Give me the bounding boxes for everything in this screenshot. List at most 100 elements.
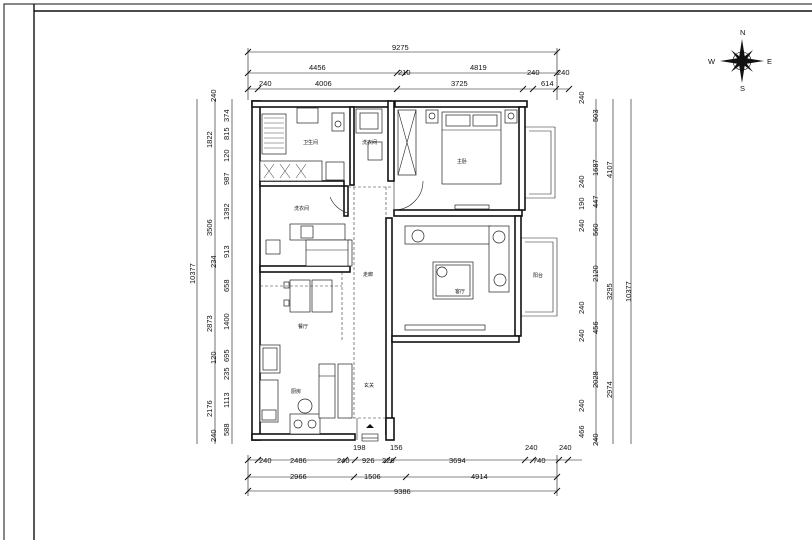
dim-left-detail-4: 1822 <box>205 131 214 148</box>
dim-right-detail-15: 466 <box>577 425 586 438</box>
dim-bottom-row1-5: 926 <box>362 456 375 465</box>
dim-right-detail-14: 240 <box>577 399 586 412</box>
room-label-corridor: 走廊 <box>363 271 373 278</box>
dim-right-inner-1: 4107 <box>605 161 614 178</box>
dim-left-inner-2: 2873 <box>205 315 214 332</box>
dim-top-row3-6: 240 <box>557 68 570 77</box>
left-dimension-labels: 10377 3506 2873 2176 240 815 374 1822 12… <box>188 89 231 442</box>
dim-left-detail-15: 1113 <box>222 392 231 408</box>
dim-right-overall: 10377 <box>624 281 633 302</box>
balcony-living <box>521 237 558 317</box>
room-label-master-bedroom: 主卧 <box>457 158 467 165</box>
compass-rose: N S E W <box>708 28 772 93</box>
dim-left-detail-6: 987 <box>222 172 231 185</box>
dim-right-inner-2: 3295 <box>605 283 614 300</box>
dim-bottom-row1-8: 3694 <box>449 456 466 465</box>
dim-left-detail-1: 240 <box>209 89 218 102</box>
dim-right-detail-5: 190 <box>577 197 586 210</box>
dim-bottom-row2-2: 1506 <box>364 472 381 481</box>
dim-left-inner-3: 2176 <box>205 400 214 417</box>
corridor-outline <box>348 186 392 419</box>
doors <box>329 180 424 440</box>
right-dimension-labels: 10377 4107 3295 2974 240 503 1687 240 19… <box>577 91 633 446</box>
entrance-marker <box>361 424 379 442</box>
frame-outer <box>3 3 812 540</box>
dim-right-detail-11: 456 <box>591 321 600 334</box>
room-label-dining: 餐厅 <box>298 323 308 330</box>
room-label-entrance: 玄关 <box>364 382 374 389</box>
compass-north: N <box>740 28 745 37</box>
dim-top-row2-1: 4456 <box>309 63 326 72</box>
dim-left-detail-16: 588 <box>222 423 231 436</box>
compass-east: E <box>767 57 772 66</box>
top-dimensions <box>244 48 573 100</box>
dim-bottom-row1-3: 240 <box>337 456 350 465</box>
right-dimensions <box>595 99 632 444</box>
compass-west: W <box>708 57 716 66</box>
dim-top-row3-4: 240 <box>527 68 540 77</box>
dim-left-detail-17: 240 <box>209 429 218 442</box>
dim-bottom-row1-6: 156 <box>390 443 403 452</box>
dim-right-detail-13: 2028 <box>591 371 600 388</box>
dim-left-detail-10: 658 <box>222 279 231 292</box>
dim-right-detail-8: 560 <box>591 223 600 236</box>
dim-right-detail-3: 1687 <box>591 159 600 176</box>
dim-left-detail-11: 1400 <box>222 313 231 330</box>
walls <box>251 100 528 441</box>
dim-right-detail-2: 503 <box>591 109 600 122</box>
dim-right-detail-4: 240 <box>577 175 586 188</box>
dim-bottom-overall: 9386 <box>394 487 411 496</box>
dim-right-detail-16: 240 <box>591 433 600 446</box>
dim-left-detail-9: 234 <box>209 255 218 268</box>
dim-right-inner-3: 2974 <box>605 381 614 398</box>
bottom-dimensions <box>244 455 582 496</box>
master-bedroom-furniture <box>397 109 518 210</box>
dim-top-row3-1: 240 <box>259 79 272 88</box>
room-label-balcony: 阳台 <box>533 272 543 279</box>
room-label-kitchen: 厨房 <box>291 388 301 395</box>
dim-bottom-row1-2: 2486 <box>290 456 307 465</box>
dim-left-detail-13: 120 <box>209 351 218 364</box>
dim-top-row2-3: 4819 <box>470 63 487 72</box>
dim-left-detail-2: 815 <box>222 127 231 140</box>
room-label-living: 客厅 <box>455 288 465 295</box>
dim-bottom-row2-1: 2966 <box>290 472 307 481</box>
dim-right-detail-9: 2120 <box>591 265 600 282</box>
kitchen-furniture <box>259 344 353 435</box>
bathroom-fixtures <box>259 107 383 182</box>
living-room-furniture <box>404 225 510 331</box>
dim-left-inner-1: 3506 <box>205 219 214 236</box>
dim-right-detail-7: 240 <box>577 219 586 232</box>
dim-left-overall: 10377 <box>188 263 197 284</box>
dim-right-detail-12: 240 <box>577 329 586 342</box>
dim-right-detail-6: 447 <box>591 195 600 208</box>
compass-south: S <box>740 84 745 93</box>
room-label-laundry: 洗衣间 <box>362 139 377 146</box>
dim-right-detail-1: 240 <box>577 91 586 104</box>
dim-left-detail-3: 374 <box>222 109 231 122</box>
dim-bottom-row1-1: 240 <box>259 456 272 465</box>
dim-top-row3-2: 4006 <box>315 79 332 88</box>
dim-left-detail-7: 1392 <box>222 203 231 220</box>
dim-bottom-row1-9: 240 <box>525 443 538 452</box>
study-furniture <box>265 223 353 267</box>
dim-bottom-row1-7: 226 <box>382 456 395 465</box>
dim-bottom-row2-3: 4914 <box>471 472 488 481</box>
dim-top-overall: 9275 <box>392 43 409 52</box>
dim-left-detail-8: 913 <box>222 245 231 258</box>
dim-top-row3-3: 3725 <box>451 79 468 88</box>
dim-bottom-row1-10: 740 <box>533 456 546 465</box>
dim-bottom-row1-4: 198 <box>353 443 366 452</box>
room-label-bathroom: 卫生间 <box>303 139 318 146</box>
dim-top-row3-5: 614 <box>541 79 554 88</box>
balcony-bedroom <box>525 126 556 199</box>
dim-right-detail-10: 240 <box>577 301 586 314</box>
dim-bottom-row1-11: 240 <box>559 443 572 452</box>
left-dimensions <box>196 99 233 444</box>
dim-top-row2-2: 210 <box>398 68 411 77</box>
dim-left-detail-5: 120 <box>222 149 231 162</box>
dim-left-detail-12: 695 <box>222 349 231 362</box>
dim-left-detail-14: 235 <box>222 367 231 380</box>
room-label-study: 洗衣间 <box>294 205 309 212</box>
